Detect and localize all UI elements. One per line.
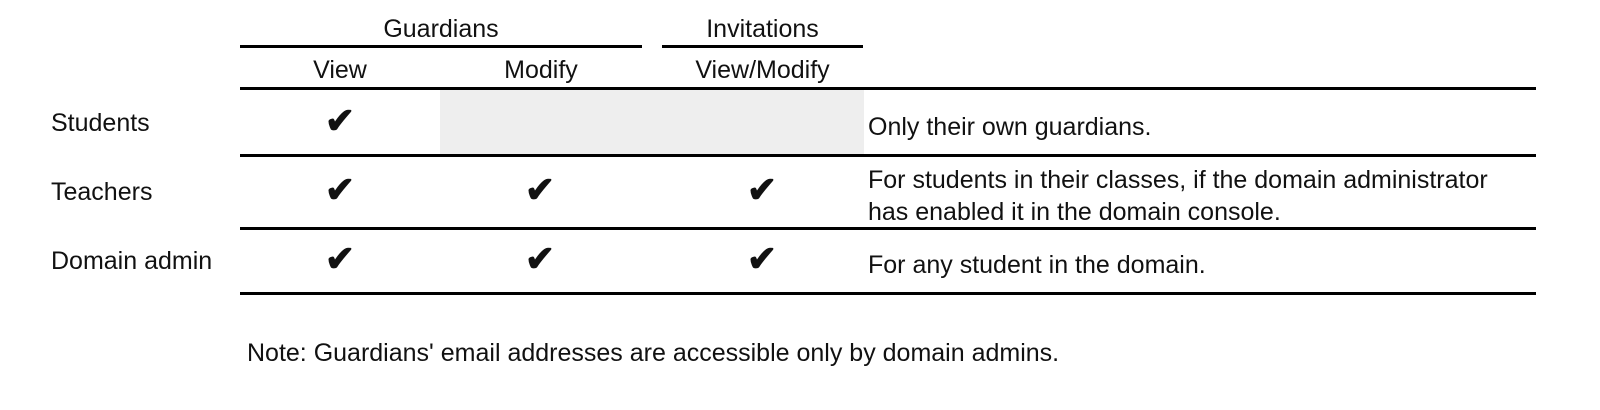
column-group-rule-guardians — [240, 45, 642, 48]
column-header-view-modify: View/Modify — [695, 56, 830, 84]
check-icon-teachers-invitations-view-modify: ✔ — [746, 169, 778, 210]
check-icon-teachers-guardians-modify: ✔ — [524, 169, 556, 210]
check-icon-domain-admin-guardians-view: ✔ — [324, 238, 356, 279]
row-description-students: Only their own guardians. — [868, 113, 1152, 141]
check-icon-domain-admin-guardians-modify: ✔ — [524, 238, 556, 279]
table-rule-header — [240, 87, 1536, 90]
column-header-view: View — [313, 56, 367, 84]
column-group-header-guardians: Guardians — [383, 15, 499, 43]
row-description-domain-admin: For any student in the domain. — [868, 251, 1206, 279]
cell-shaded-students-modify-invitations — [440, 90, 864, 154]
check-icon-teachers-guardians-view: ✔ — [324, 169, 356, 210]
table-footnote: Note: Guardians' email addresses are acc… — [247, 339, 1060, 367]
column-header-modify: Modify — [504, 56, 578, 84]
row-label-students: Students — [51, 109, 150, 137]
table-rule-after-teachers — [240, 227, 1536, 230]
row-label-teachers: Teachers — [51, 178, 153, 206]
table-rule-bottom — [240, 292, 1536, 295]
row-label-domain-admin: Domain admin — [51, 247, 213, 275]
column-group-header-invitations: Invitations — [706, 15, 819, 43]
table-rule-after-students — [240, 154, 1536, 157]
column-group-rule-invitations — [662, 45, 863, 48]
row-description-teachers: For students in their classes, if the do… — [868, 166, 1488, 226]
check-icon-domain-admin-invitations-view-modify: ✔ — [746, 238, 778, 279]
check-icon-students-guardians-view: ✔ — [324, 100, 356, 141]
